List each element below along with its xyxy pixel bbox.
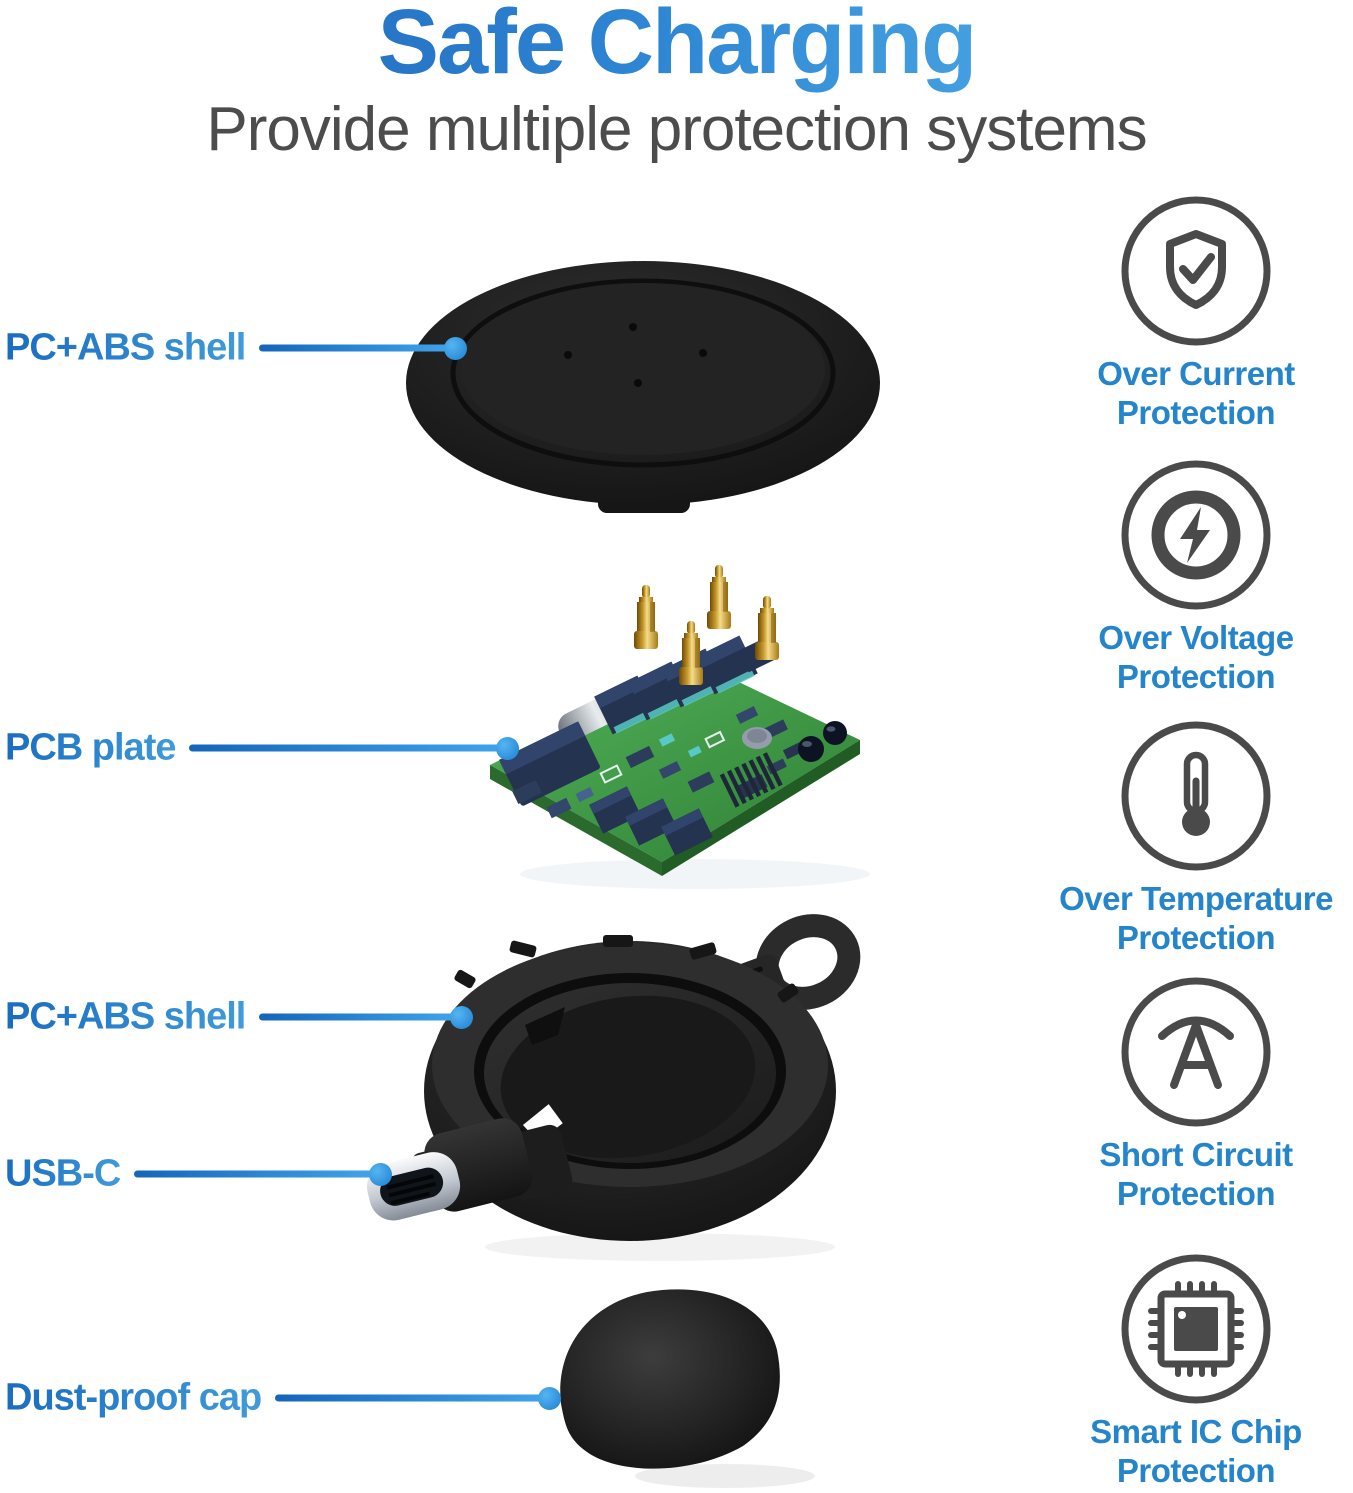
callout-usb-c-label: USB-C <box>5 1152 121 1195</box>
feature-over-temperature: Over Temperature Protection <box>1041 721 1351 957</box>
top-shell-shapes <box>406 261 880 513</box>
feature-caption-line1: Over Current <box>1097 355 1295 392</box>
leader-line <box>189 744 502 752</box>
feature-caption-line1: Short Circuit <box>1099 1136 1293 1173</box>
feature-caption: Smart IC Chip Protection <box>1041 1412 1351 1490</box>
feature-caption-line2: Protection <box>1116 919 1276 956</box>
page-title: Safe Charging <box>0 0 1353 95</box>
feature-over-current: Over Current Protection <box>1041 196 1351 432</box>
feature-caption-line2: Protection <box>1116 1175 1276 1212</box>
callout-pcb-label: PCB plate <box>5 726 176 769</box>
page-subtitle: Provide multiple protection systems <box>206 95 1147 164</box>
feature-smart-ic: Smart IC Chip Protection <box>1041 1254 1351 1490</box>
feature-caption-line1: Smart IC Chip <box>1090 1413 1302 1450</box>
callout-bottom-shell: PC+ABS shell <box>5 995 456 1039</box>
ic-chip-icon <box>1121 1254 1271 1404</box>
bottom-shell-render <box>366 914 861 1261</box>
feature-caption: Over Current Protection <box>1041 354 1351 432</box>
callout-usb-c: USB-C <box>5 1152 375 1196</box>
pcb-shapes <box>490 565 870 889</box>
ampere-icon <box>1121 977 1271 1127</box>
dust-cap-render <box>560 1289 815 1488</box>
callout-dust-cap-label: Dust-proof cap <box>5 1376 262 1419</box>
feature-caption-line2: Protection <box>1116 658 1276 695</box>
feature-over-voltage: Over Voltage Protection <box>1041 460 1351 696</box>
feature-caption: Over Temperature Protection <box>1041 879 1351 957</box>
callout-top-shell-label: PC+ABS shell <box>5 326 246 369</box>
feature-caption-line1: Over Temperature <box>1059 880 1333 917</box>
lightning-circle-icon <box>1121 460 1271 610</box>
leader-line <box>134 1170 375 1178</box>
leader-line <box>259 344 450 352</box>
dust-cap-shapes <box>560 1289 815 1488</box>
feature-caption-line2: Protection <box>1116 394 1276 431</box>
feature-caption: Over Voltage Protection <box>1041 618 1351 696</box>
shield-check-icon <box>1121 196 1271 346</box>
callout-top-shell: PC+ABS shell <box>5 326 450 370</box>
pcb-render <box>490 565 870 889</box>
top-shell-render <box>406 261 880 513</box>
feature-caption-line1: Over Voltage <box>1098 619 1294 656</box>
leader-line <box>259 1013 456 1021</box>
feature-caption: Short Circuit Protection <box>1041 1135 1351 1213</box>
thermometer-icon <box>1121 721 1271 871</box>
callout-pcb: PCB plate <box>5 726 502 770</box>
callout-dust-cap: Dust-proof cap <box>5 1376 544 1420</box>
feature-short-circuit: Short Circuit Protection <box>1041 977 1351 1213</box>
callout-bottom-shell-label: PC+ABS shell <box>5 995 246 1038</box>
feature-caption-line2: Protection <box>1116 1452 1276 1489</box>
bottom-shell-shapes <box>366 914 861 1261</box>
leader-line <box>275 1394 544 1402</box>
